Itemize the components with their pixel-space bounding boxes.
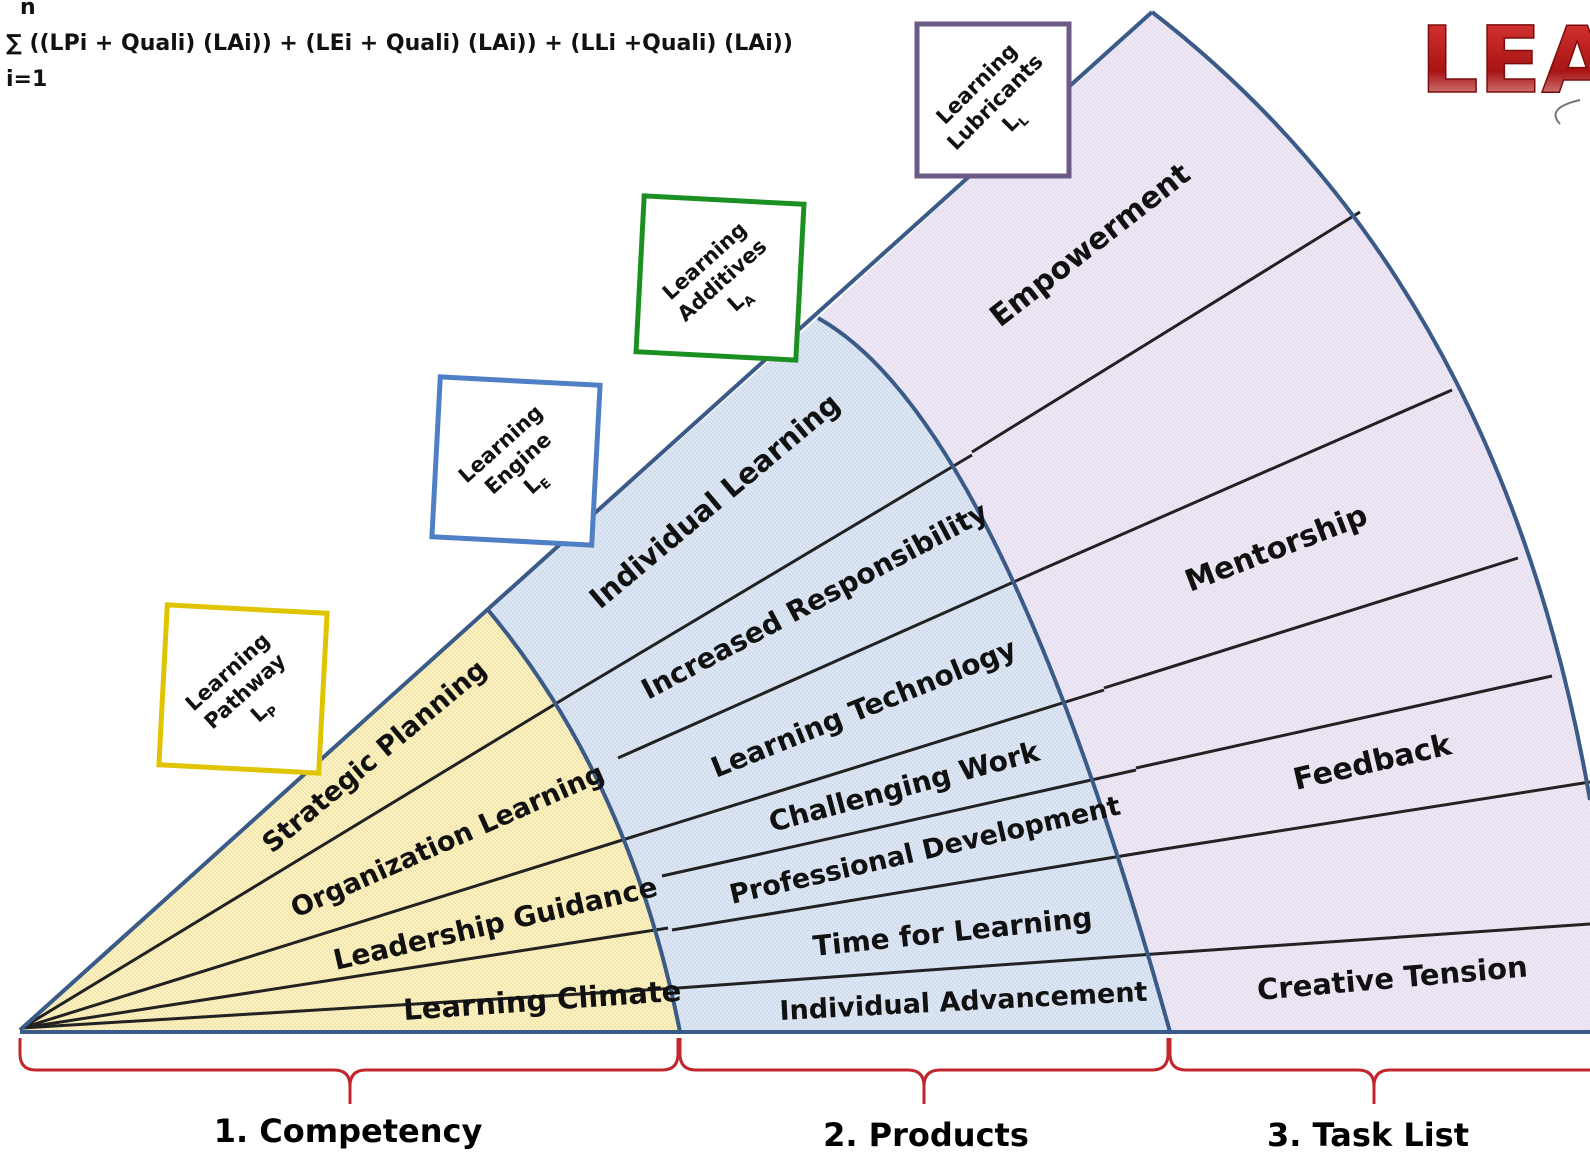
brace-tasks	[1168, 1038, 1590, 1104]
category-braces	[18, 1038, 1590, 1104]
products-band	[488, 318, 1170, 1032]
formula-expression: ∑ ((LPi + Quali) (LAi)) + (LEi + Quali) …	[6, 31, 793, 56]
category-label: 3. Task List	[1267, 1116, 1469, 1154]
category-label: 1. Competency	[214, 1112, 483, 1150]
logo-text: LEA	[1420, 7, 1590, 114]
category-label: 2. Products	[823, 1116, 1029, 1154]
formula-lower-bound: i=1	[6, 67, 48, 92]
formula: n ∑ ((LPi + Quali) (LAi)) + (LEi + Quali…	[6, 0, 793, 98]
brace-products	[678, 1038, 1170, 1104]
products-dividers	[574, 453, 1169, 990]
tag-learning-pathway: Learning Pathway LP	[156, 602, 330, 776]
lea-logo: LEA	[1419, 6, 1590, 125]
competency-dividers	[21, 690, 679, 1030]
tag-learning-engine: Learning Engine LE	[429, 374, 603, 548]
competency-band	[20, 610, 680, 1032]
brace-competency	[18, 1038, 680, 1104]
task-dividers	[971, 210, 1590, 955]
formula-upper-bound: n	[20, 0, 36, 20]
fan-outline	[18, 10, 1590, 1034]
tag-learning-lubricants: Learning Lubricants LL	[914, 21, 1072, 179]
tag-learning-additives: Learning Additives LA	[633, 193, 807, 363]
tasks-band	[818, 12, 1590, 1032]
